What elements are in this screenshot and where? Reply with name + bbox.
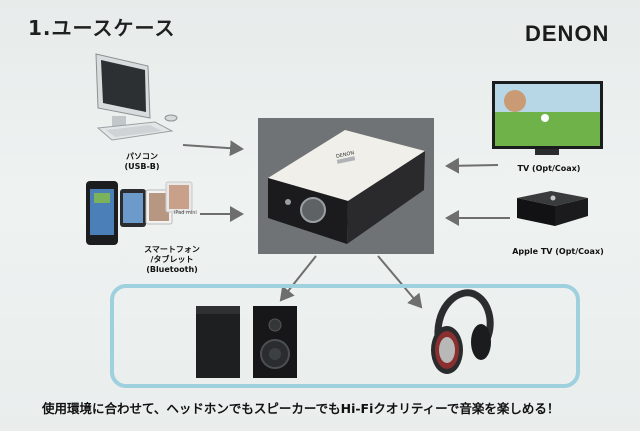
apple-tv-icon <box>517 191 588 226</box>
mobile-caption-line2: /タブレット <box>150 255 194 264</box>
arrow-pc-to-amp <box>182 140 244 157</box>
speakers-icon <box>196 306 297 378</box>
tagline: 使用環境に合わせて、ヘッドホンでもスピーカーでもHi-Fiクオリティーで音楽を楽… <box>42 401 560 416</box>
brand-logo: DENON <box>525 21 610 46</box>
appletv-caption: Apple TV (Opt/Coax) <box>512 247 604 256</box>
slide-title: 1.ユースケース <box>28 16 176 40</box>
headphones-icon <box>431 289 494 374</box>
tablet-label: iPad mini <box>174 210 197 216</box>
mobile-caption: スマートフォン /タブレット (Bluetooth) <box>120 245 224 275</box>
arrow-amp-to-headphones <box>377 255 423 309</box>
desktop-computer-icon <box>95 53 178 141</box>
arrow-tv-to-amp <box>445 157 499 174</box>
mobile-caption-line1: スマートフォン <box>144 245 200 254</box>
arrow-amp-to-speakers <box>279 255 317 302</box>
usb-dac-amplifier-icon <box>258 118 434 254</box>
television-icon <box>492 81 603 155</box>
output-frame <box>110 284 580 388</box>
flow-arrows <box>182 140 510 309</box>
pc-caption-line1: パソコン <box>126 152 158 161</box>
pc-caption-line2: (USB-B) <box>124 162 160 171</box>
smartphone-tablet-icon <box>86 181 193 245</box>
mobile-caption-line3: (Bluetooth) <box>146 265 198 274</box>
pc-caption: パソコン (USB-B) <box>102 152 182 172</box>
tv-caption: TV (Opt/Coax) <box>517 164 581 173</box>
